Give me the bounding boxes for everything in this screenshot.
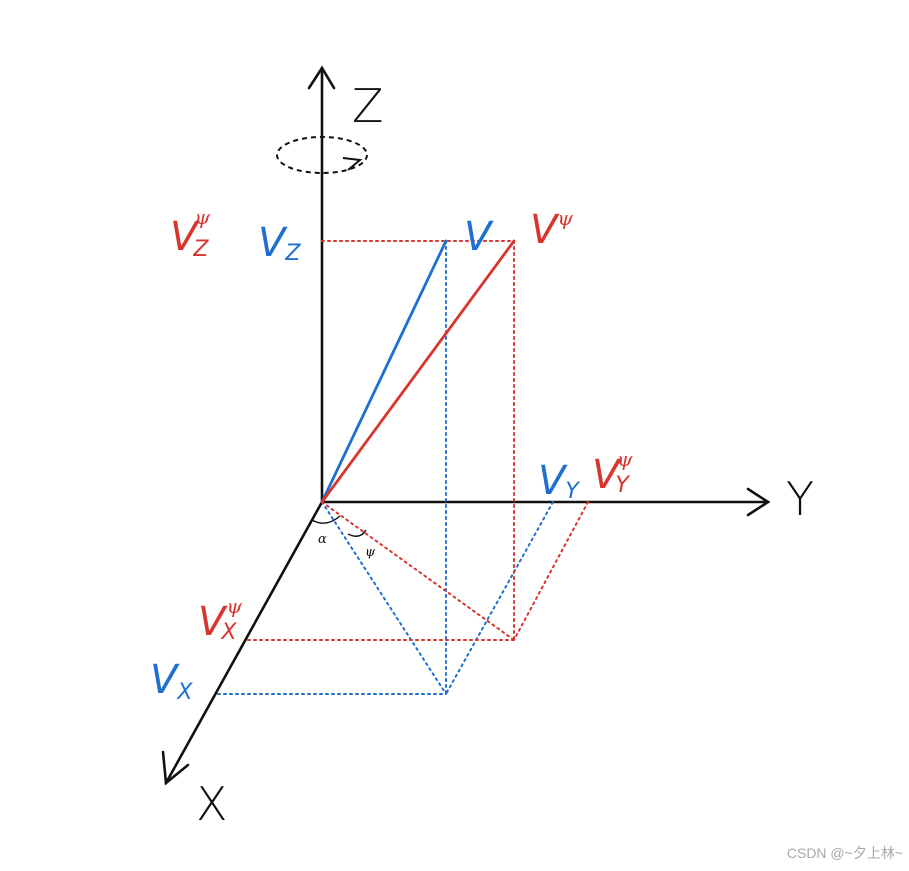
vpsi-label: Vψ [530, 206, 573, 253]
y-axis-label: Y [786, 472, 814, 526]
v-xy-projection [321, 501, 447, 695]
rotation-arrow-icon [342, 157, 363, 171]
vy-label: VY [538, 458, 580, 504]
v-label: V [464, 214, 494, 260]
alpha-label: α [318, 532, 327, 547]
x-axis [164, 500, 324, 785]
vxpsi-label: VXψ [198, 594, 242, 645]
vypsi-label: VYψ [592, 447, 633, 498]
alpha-arc [311, 515, 341, 524]
vz-label: VZ [258, 220, 301, 266]
x-axis-arrowhead [161, 750, 190, 786]
vypsi-projection [513, 501, 589, 641]
rotation-ellipse [276, 136, 368, 174]
z-axis-label: Z [352, 79, 384, 133]
vzpsi-label: VZψ [170, 205, 210, 262]
z-axis-arrowhead [307, 65, 336, 90]
psi-label: ψ [365, 545, 376, 560]
vx-label: VX [150, 657, 193, 705]
rotation-indicator [276, 136, 368, 174]
rotated-projection-lines [247, 240, 589, 641]
y-axis-arrowhead [746, 487, 771, 517]
vpsi-xy-projection [321, 501, 515, 641]
vector-v-psi [320, 239, 516, 504]
vy-projection [445, 501, 554, 695]
psi-arc [347, 529, 367, 537]
original-projection-lines [217, 240, 554, 695]
vector-v [320, 239, 448, 504]
axes [161, 65, 771, 786]
x-axis-label: X [196, 777, 228, 831]
watermark: CSDN @~夕上林~ [786, 845, 903, 861]
